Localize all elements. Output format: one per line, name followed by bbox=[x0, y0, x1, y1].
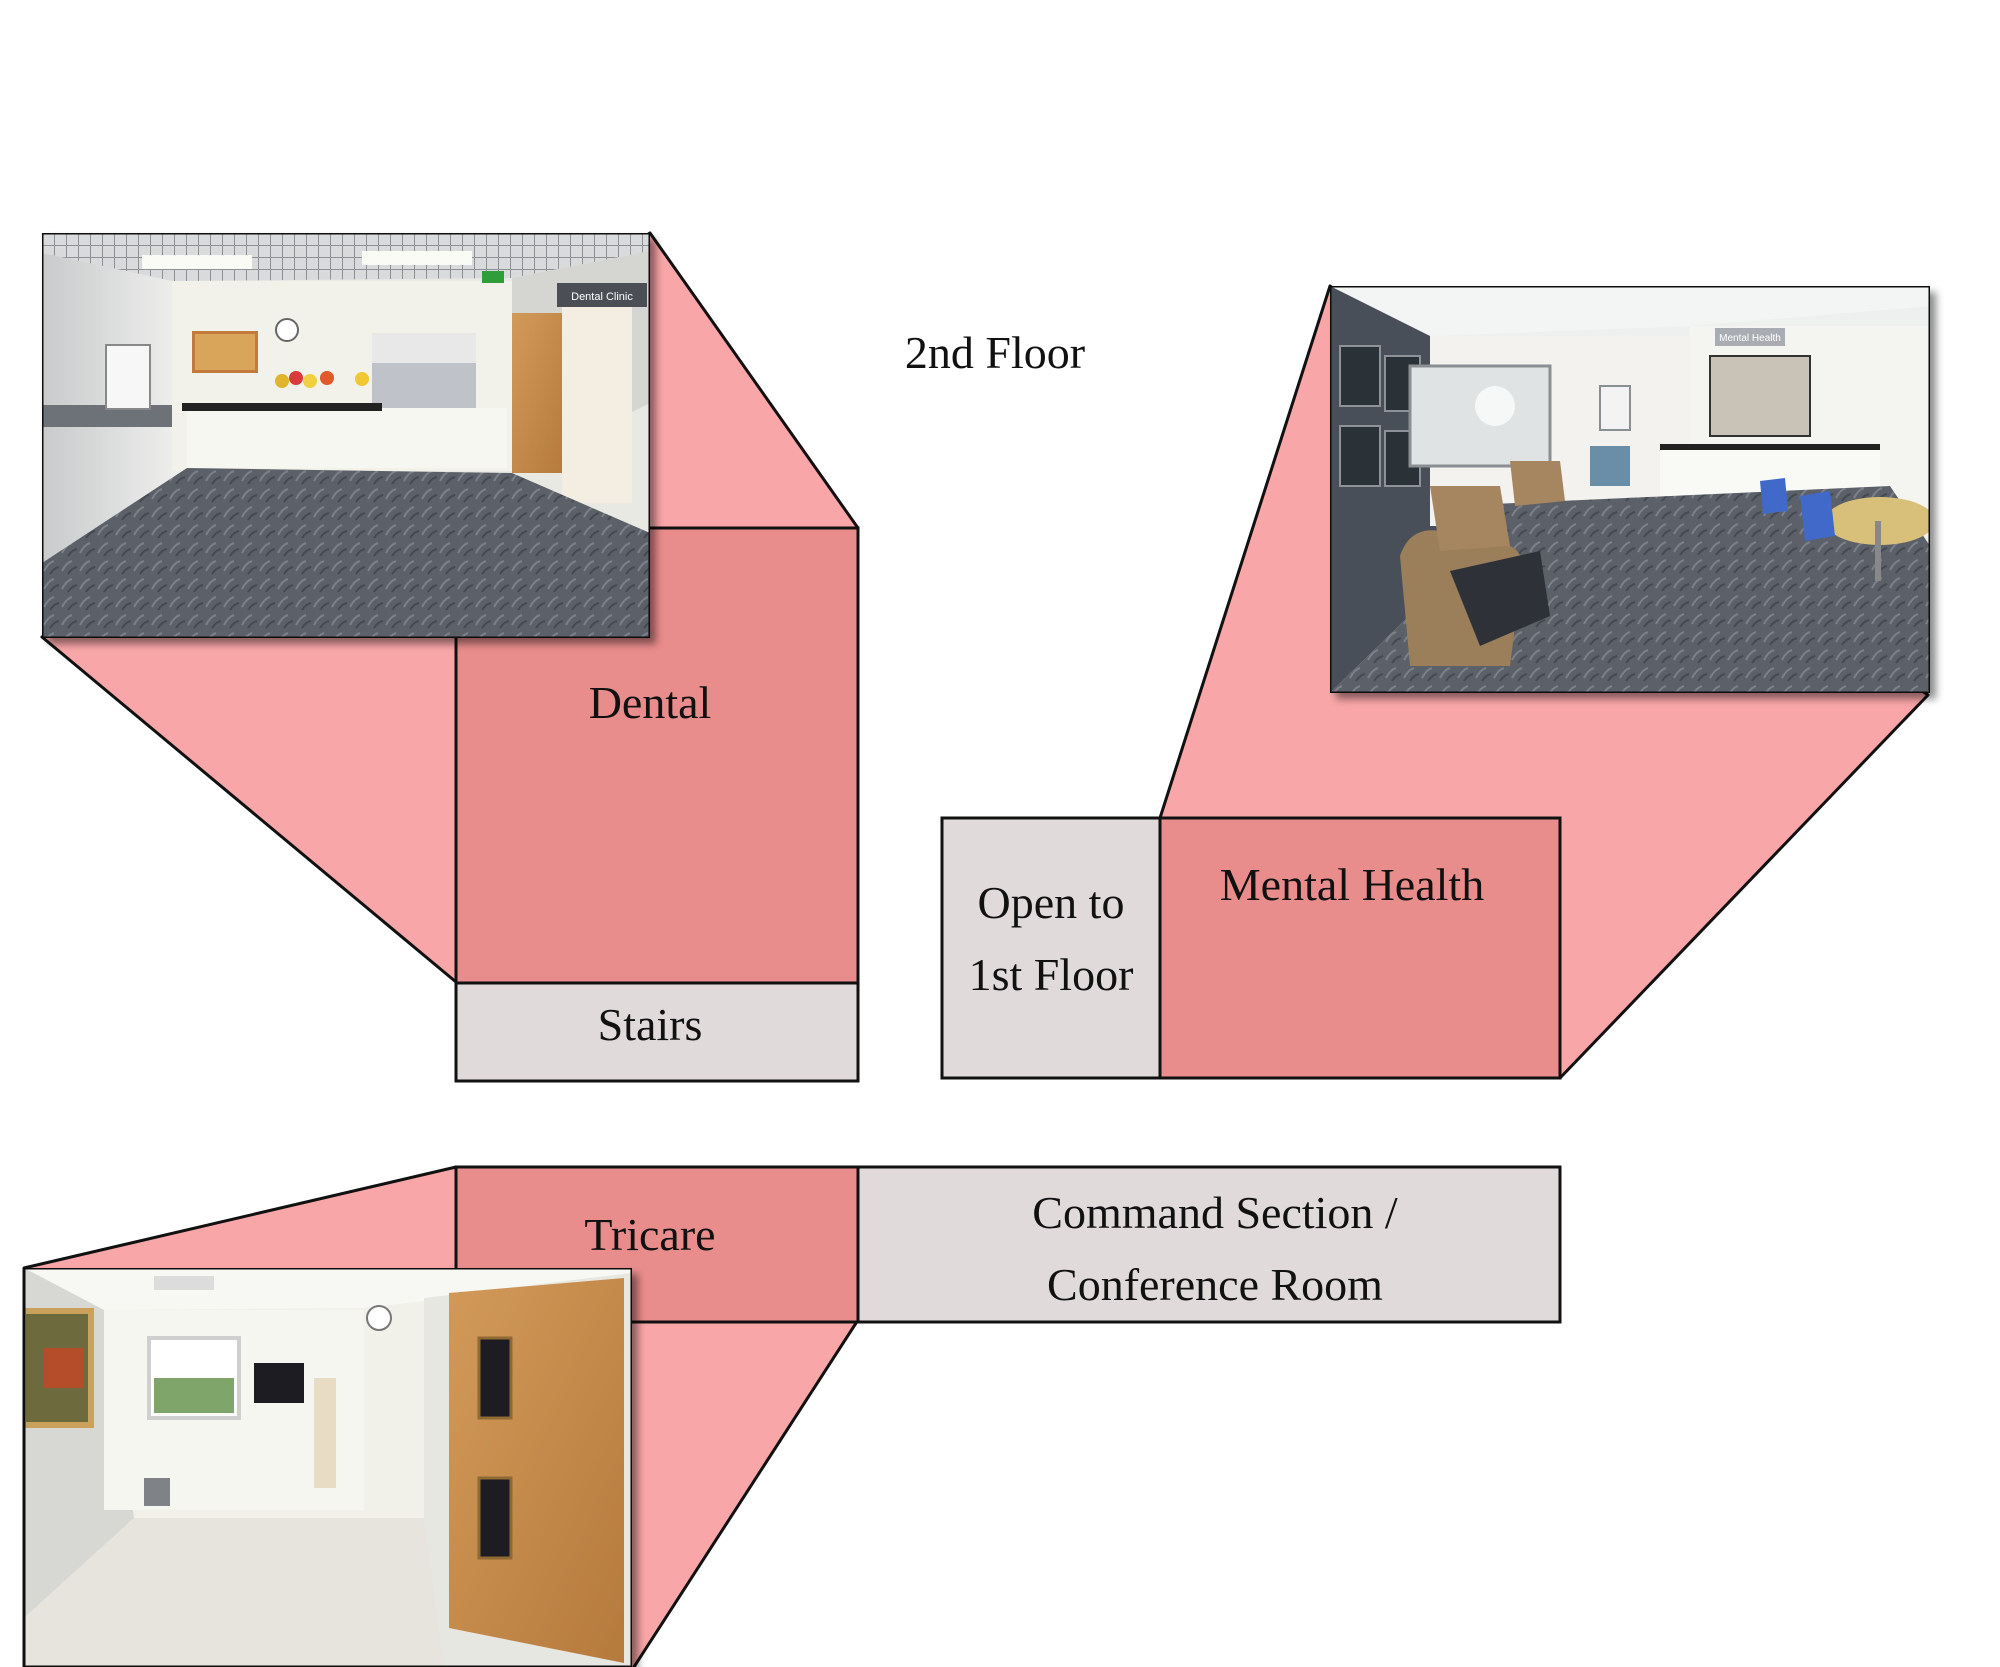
room-open-label-line2: 1st Floor bbox=[969, 949, 1134, 1000]
room-command-section: Command Section / Conference Room bbox=[856, 1165, 1562, 1324]
room-mental-health-label: Mental Health bbox=[1220, 859, 1484, 910]
room-command-label-line1: Command Section / bbox=[1032, 1187, 1398, 1238]
flowers bbox=[275, 371, 369, 388]
room-open-shape bbox=[940, 816, 1162, 1080]
dental-clinic-sign: Dental Clinic bbox=[571, 291, 633, 303]
floor-title: 2nd Floor bbox=[905, 327, 1085, 378]
room-stairs: Stairs bbox=[454, 981, 860, 1083]
photo-dental: Dental Clinic bbox=[42, 233, 650, 638]
photo-tricare bbox=[24, 1268, 632, 1667]
room-open-label-line1: Open to bbox=[978, 877, 1125, 928]
armchairs bbox=[1400, 461, 1565, 666]
photo-mental-health: Mental Health bbox=[1330, 286, 1930, 693]
room-mental-health-shape bbox=[1158, 816, 1562, 1080]
room-open-to-first-floor: Open to 1st Floor bbox=[940, 816, 1162, 1080]
room-stairs-shape bbox=[454, 981, 860, 1083]
room-command-label-line2: Conference Room bbox=[1047, 1259, 1383, 1310]
mental-health-sign: Mental Health bbox=[1719, 333, 1781, 344]
room-command-shape bbox=[856, 1165, 1562, 1324]
room-tricare-label: Tricare bbox=[584, 1209, 715, 1260]
room-mental-health: Mental Health bbox=[1158, 816, 1562, 1080]
room-stairs-label: Stairs bbox=[598, 999, 703, 1050]
room-dental-label: Dental bbox=[589, 677, 712, 728]
